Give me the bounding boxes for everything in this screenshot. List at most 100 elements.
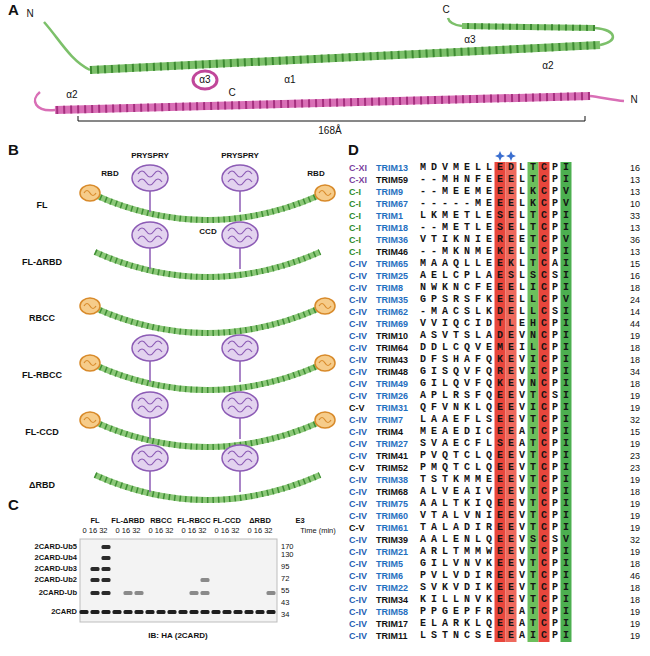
class-label: C-IV bbox=[349, 319, 367, 329]
residue-number: 18 bbox=[630, 379, 640, 389]
lane-header: E3 bbox=[295, 517, 304, 526]
class-label: C-IV bbox=[349, 355, 367, 365]
class-label: C-IV bbox=[349, 331, 367, 341]
class-label: C-IV bbox=[349, 571, 367, 581]
lane-header: FL bbox=[90, 517, 99, 526]
protein-band bbox=[135, 610, 144, 614]
pryspry-domain bbox=[222, 335, 258, 382]
helix-label: α2 bbox=[66, 89, 77, 101]
pryspry-domain bbox=[222, 445, 258, 492]
time-label: 0 16 32 bbox=[181, 527, 206, 536]
sequence: PPGEPFRDEATCPI bbox=[420, 606, 574, 618]
protein-name: TRIM69 bbox=[376, 319, 408, 329]
sequence: MAAQLLEEKLTCAI bbox=[420, 258, 574, 270]
coiled-coil bbox=[95, 195, 320, 220]
panel-letter: C bbox=[8, 496, 19, 513]
sequence: GILVNVKEEVTCPI bbox=[420, 558, 574, 570]
residue-number: 13 bbox=[630, 175, 640, 185]
residue-number: 19 bbox=[630, 511, 640, 521]
protein-band bbox=[91, 567, 100, 571]
time-label: 0 16 32 bbox=[82, 527, 107, 536]
sequence: KILLNVKEEVTCPI bbox=[420, 594, 574, 606]
sequence: --MKNMEKELTCPI bbox=[420, 246, 574, 258]
sequence: GILQVFQKEVNCPI bbox=[420, 378, 574, 390]
class-label: C-XI bbox=[349, 175, 367, 185]
protein-band bbox=[102, 556, 111, 560]
sequence: LSTNCSEEEAICPI bbox=[420, 630, 574, 642]
protein-name: TRIM35 bbox=[376, 295, 408, 305]
residue-number: 34 bbox=[630, 367, 640, 377]
lane-header: FL-ΔRBD bbox=[111, 517, 144, 526]
protein-name: TRIM41 bbox=[376, 451, 408, 461]
class-label: C-IV bbox=[349, 475, 367, 485]
residue-number: 18 bbox=[630, 583, 640, 593]
sequence: --METLESELTCPI bbox=[420, 222, 574, 234]
rbd-domain bbox=[80, 355, 100, 371]
protein-name: TRIM31 bbox=[376, 403, 408, 413]
protein-name: TRIM22 bbox=[376, 583, 408, 593]
protein-name: TRIM46 bbox=[376, 247, 408, 257]
sequence: -----MEEELKCPV bbox=[420, 198, 574, 210]
faint-bands bbox=[124, 578, 276, 595]
ribbon-structure bbox=[35, 18, 624, 121]
protein-name: TRIM5 bbox=[376, 559, 403, 569]
protein-name: TRIM6 bbox=[376, 571, 403, 581]
pryspry-domain bbox=[132, 392, 168, 439]
class-label: C-I bbox=[349, 187, 361, 197]
sequence: MEAEDICEEATCPI bbox=[420, 426, 574, 438]
protein-name: TRIM39 bbox=[376, 535, 408, 545]
protein-band bbox=[168, 610, 177, 614]
protein-band bbox=[157, 610, 166, 614]
construct-label: ΔRBD bbox=[29, 480, 55, 490]
class-label: C-I bbox=[349, 199, 361, 209]
class-label: C-IV bbox=[349, 595, 367, 605]
sequence: ARLTMMWEEVTCPI bbox=[420, 546, 574, 558]
panel-letter: D bbox=[348, 141, 359, 158]
sequence: DDLCQVEMEILCPI bbox=[420, 342, 574, 354]
time-label: 0 16 32 bbox=[148, 527, 173, 536]
residue-number: 19 bbox=[630, 607, 640, 617]
terminus-label: C bbox=[442, 4, 449, 16]
sequence: VTALVNIEEVTCPI bbox=[420, 510, 574, 522]
rbd-domain bbox=[80, 185, 100, 201]
class-label: C-IV bbox=[349, 307, 367, 317]
residue-number: 19 bbox=[630, 403, 640, 413]
class-label: C-IV bbox=[349, 379, 367, 389]
sequence: PVLVDIREEVTCPI bbox=[420, 570, 574, 582]
pryspry-domain bbox=[132, 165, 168, 212]
residue-number: 19 bbox=[630, 331, 640, 341]
band-label: 2CARD-Ub4 bbox=[34, 554, 77, 563]
pryspry-domain bbox=[222, 392, 258, 439]
protein-name: TRIM62 bbox=[376, 307, 408, 317]
construct-label: FL bbox=[37, 200, 48, 210]
pryspry-domain bbox=[132, 335, 168, 382]
blot-caption: IB: HA (2CARD) bbox=[148, 631, 207, 640]
terminus-label: N bbox=[630, 94, 637, 106]
green-loop bbox=[448, 18, 462, 26]
protein-name: TRIM21 bbox=[376, 547, 408, 557]
class-label: C-IV bbox=[349, 547, 367, 557]
residue-number: 19 bbox=[630, 499, 640, 509]
sequence: VVIQCIDTLEHCPI bbox=[420, 318, 574, 330]
marker-size: 95 bbox=[281, 563, 289, 572]
residue-number: 32 bbox=[630, 535, 640, 545]
marker-size: 130 bbox=[281, 551, 294, 560]
residue-number: 18 bbox=[630, 343, 640, 353]
sequence: AALENLQEEVSCSV bbox=[420, 534, 574, 546]
residue-number: 13 bbox=[630, 247, 640, 257]
class-label: C-IV bbox=[349, 535, 367, 545]
protein-band bbox=[267, 591, 276, 595]
protein-band bbox=[201, 610, 210, 614]
panel-letter: B bbox=[8, 141, 19, 158]
protein-band bbox=[102, 567, 111, 571]
sequence: QFVNKLQEEVICPI bbox=[420, 402, 574, 414]
sequence: SVAECFLSEATCPI bbox=[420, 438, 574, 450]
protein-band bbox=[102, 578, 111, 582]
protein-name: TRIM4 bbox=[376, 427, 403, 437]
domain-label: PRYSPRY bbox=[221, 151, 259, 160]
marker-size: 43 bbox=[281, 599, 289, 608]
residue-number: 18 bbox=[630, 487, 640, 497]
sequence: APLRSFQEEVTCSI bbox=[420, 390, 574, 402]
protein-name: TRIM9 bbox=[376, 187, 403, 197]
protein-name: TRIM64 bbox=[376, 343, 408, 353]
